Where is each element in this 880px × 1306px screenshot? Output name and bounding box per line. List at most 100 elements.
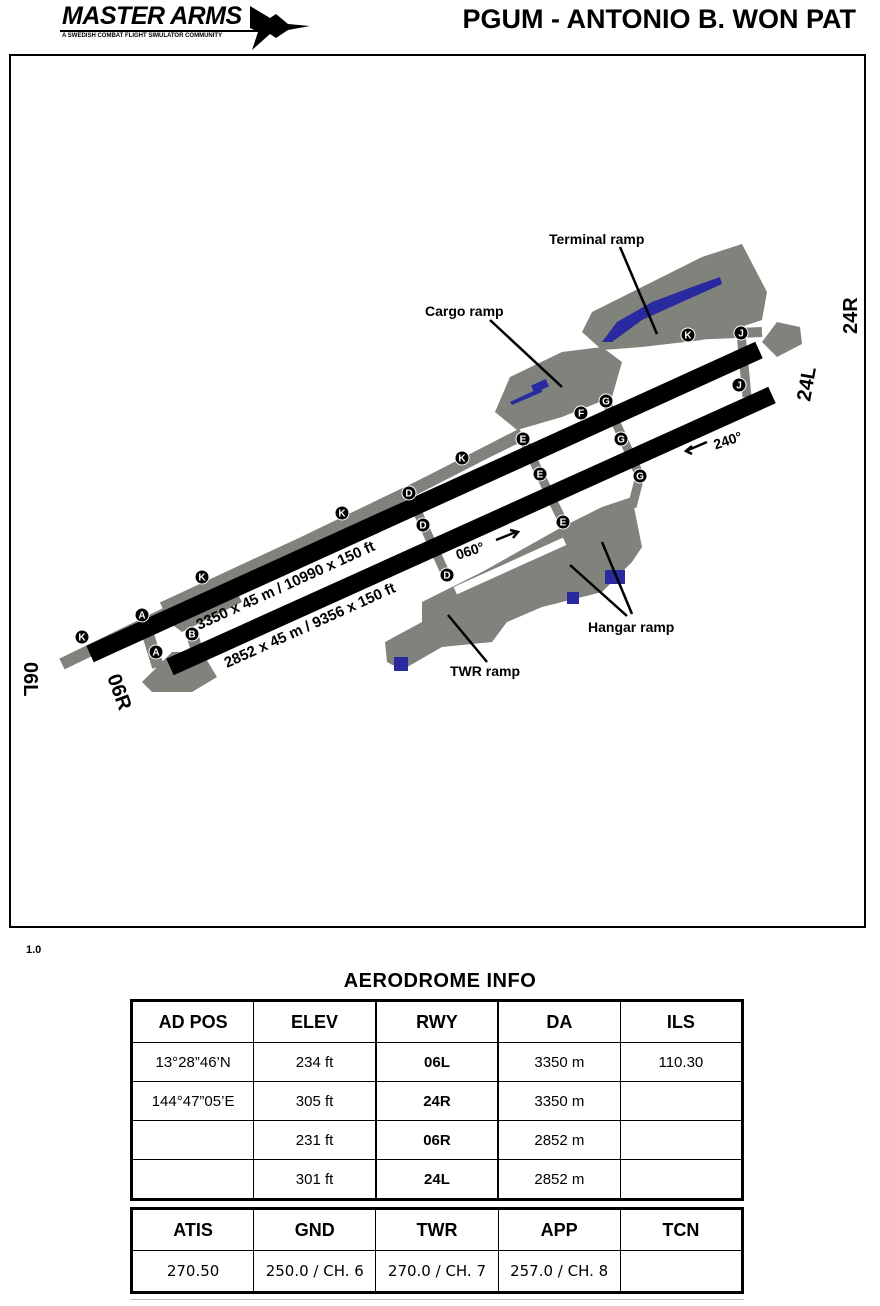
cell-tcn — [619, 1250, 744, 1293]
taxiway-marker: K — [194, 569, 210, 585]
taxiway-marker: A — [134, 607, 150, 623]
chart-version: 1.0 — [26, 944, 42, 956]
cell-elev: 305 ft — [253, 1081, 377, 1121]
taxiway-marker: G — [613, 431, 629, 447]
cell-da: 3350 m — [497, 1081, 621, 1121]
header-app: APP — [497, 1208, 621, 1251]
cell-atis: 270.50 — [130, 1250, 255, 1293]
buildings — [394, 277, 722, 671]
cell-elev: 231 ft — [253, 1120, 377, 1160]
taxiway-marker: B — [184, 626, 200, 642]
taxiway-marker: D — [401, 485, 417, 501]
taxiway-marker: K — [680, 327, 696, 343]
taxiway-label: B — [188, 630, 195, 641]
cell-elev: 234 ft — [253, 1042, 377, 1082]
arrow-240-icon — [683, 440, 708, 456]
runway-end-24L: 24L — [793, 365, 821, 403]
taxiway-marker-circle — [680, 327, 696, 343]
jet-icon — [250, 6, 310, 50]
taxiway-label: K — [458, 454, 466, 465]
taxiway-marker-circle — [532, 466, 548, 482]
taxiway-label: J — [736, 381, 742, 392]
cell-ils — [619, 1120, 744, 1160]
taxiway-marker: D — [439, 567, 455, 583]
taxiway-marker: E — [515, 431, 531, 447]
callout-lines — [447, 246, 659, 663]
taxiway-marker-circle — [415, 517, 431, 533]
taxiway-marker: K — [74, 629, 90, 645]
taxiway-label: E — [520, 435, 527, 446]
cell-ad-pos — [130, 1159, 255, 1200]
cell-ad-pos — [130, 1120, 255, 1160]
taxiway-label: K — [198, 573, 206, 584]
taxiway-label: A — [138, 611, 145, 622]
taxiway-marker-circle — [632, 468, 648, 484]
taxiway-marker: J — [733, 325, 749, 341]
frequency-table: ATIS GND TWR APP TCN 270.50 250.0 / CH. … — [130, 1207, 744, 1294]
taxiway-marker-circle — [598, 393, 614, 409]
cell-rwy: 24R — [374, 1081, 500, 1121]
header-ils: ILS — [619, 1000, 744, 1043]
aerodrome-info-title: AERODROME INFO — [343, 970, 537, 992]
taxiway-marker: E — [555, 514, 571, 530]
master-arms-logo: MASTER ARMS A SWEDISH COMBAT FLIGHT SIMU… — [58, 2, 318, 50]
runway-06R-24L — [166, 386, 776, 676]
taxiway-label: D — [419, 521, 426, 532]
taxiway-label: G — [636, 472, 644, 483]
logo-underline — [60, 30, 260, 32]
taxiway-marker-circle — [573, 405, 589, 421]
taxiway-label: G — [602, 397, 610, 408]
taxiway-marker-circle — [194, 569, 210, 585]
cell-ils — [619, 1081, 744, 1121]
taxiway-marker: A — [148, 644, 164, 660]
cell-da: 2852 m — [497, 1120, 621, 1160]
cell-da: 3350 m — [497, 1042, 621, 1082]
taxiway-marker-circle — [613, 431, 629, 447]
taxiway-marker-circle — [184, 626, 200, 642]
taxiway-marker-circle — [439, 567, 455, 583]
taxiway-marker-circle — [74, 629, 90, 645]
header-atis: ATIS — [130, 1208, 255, 1251]
header-da: DA — [497, 1000, 621, 1043]
taxiway-marker-circle — [555, 514, 571, 530]
table-header-row: ATIS GND TWR APP TCN — [130, 1208, 744, 1251]
cell-gnd: 250.0 / CH. 6 — [253, 1250, 377, 1293]
taxiway-marker-circle — [401, 485, 417, 501]
airport-map-svg: 3350 x 45 m / 10990 x 150 ft 2852 x 45 m… — [19, 231, 862, 714]
taxiway-marker: F — [573, 405, 589, 421]
taxiway-label: D — [405, 489, 412, 500]
taxiway-marker: G — [632, 468, 648, 484]
taxiway-label: J — [738, 329, 744, 340]
taxiway-marker: K — [454, 450, 470, 466]
twr-ramp-label: TWR ramp — [450, 663, 520, 679]
taxiway-marker-circle — [731, 377, 747, 393]
table-header-row: AD POS ELEV RWY DA ILS — [130, 1000, 744, 1043]
taxiway-label: K — [338, 509, 346, 520]
header-ad-pos: AD POS — [130, 1000, 255, 1043]
taxiway-label: G — [617, 435, 625, 446]
taxiway-label: A — [152, 648, 159, 659]
taxiway-marker-circle — [733, 325, 749, 341]
cell-twr: 270.0 / CH. 7 — [375, 1250, 499, 1293]
runway-06L-24R — [86, 341, 763, 663]
taxiway-marker: K — [334, 505, 350, 521]
cell-rwy: 06R — [374, 1120, 500, 1160]
taxiway-label: K — [78, 633, 86, 644]
cell-ad-pos: 144°47”05’E — [130, 1081, 255, 1121]
taxiway-label: F — [578, 409, 584, 420]
ramp-gap — [453, 537, 567, 595]
cell-ad-pos: 13°28”46’N — [130, 1042, 255, 1082]
runway-end-06L: 06L — [19, 662, 41, 696]
hangar-ramp-label: Hangar ramp — [588, 619, 674, 635]
runway-end-06R: 06R — [102, 671, 135, 714]
taxiway-label: K — [684, 331, 692, 342]
airport-diagram: 3350 x 45 m / 10990 x 150 ft 2852 x 45 m… — [9, 54, 866, 928]
cell-da: 2852 m — [497, 1159, 621, 1200]
taxiway-marker-circle — [148, 644, 164, 660]
taxiway-marker: G — [598, 393, 614, 409]
cell-ils — [619, 1159, 744, 1200]
header-rwy: RWY — [374, 1000, 500, 1043]
runways — [86, 341, 776, 676]
header-elev: ELEV — [253, 1000, 377, 1043]
